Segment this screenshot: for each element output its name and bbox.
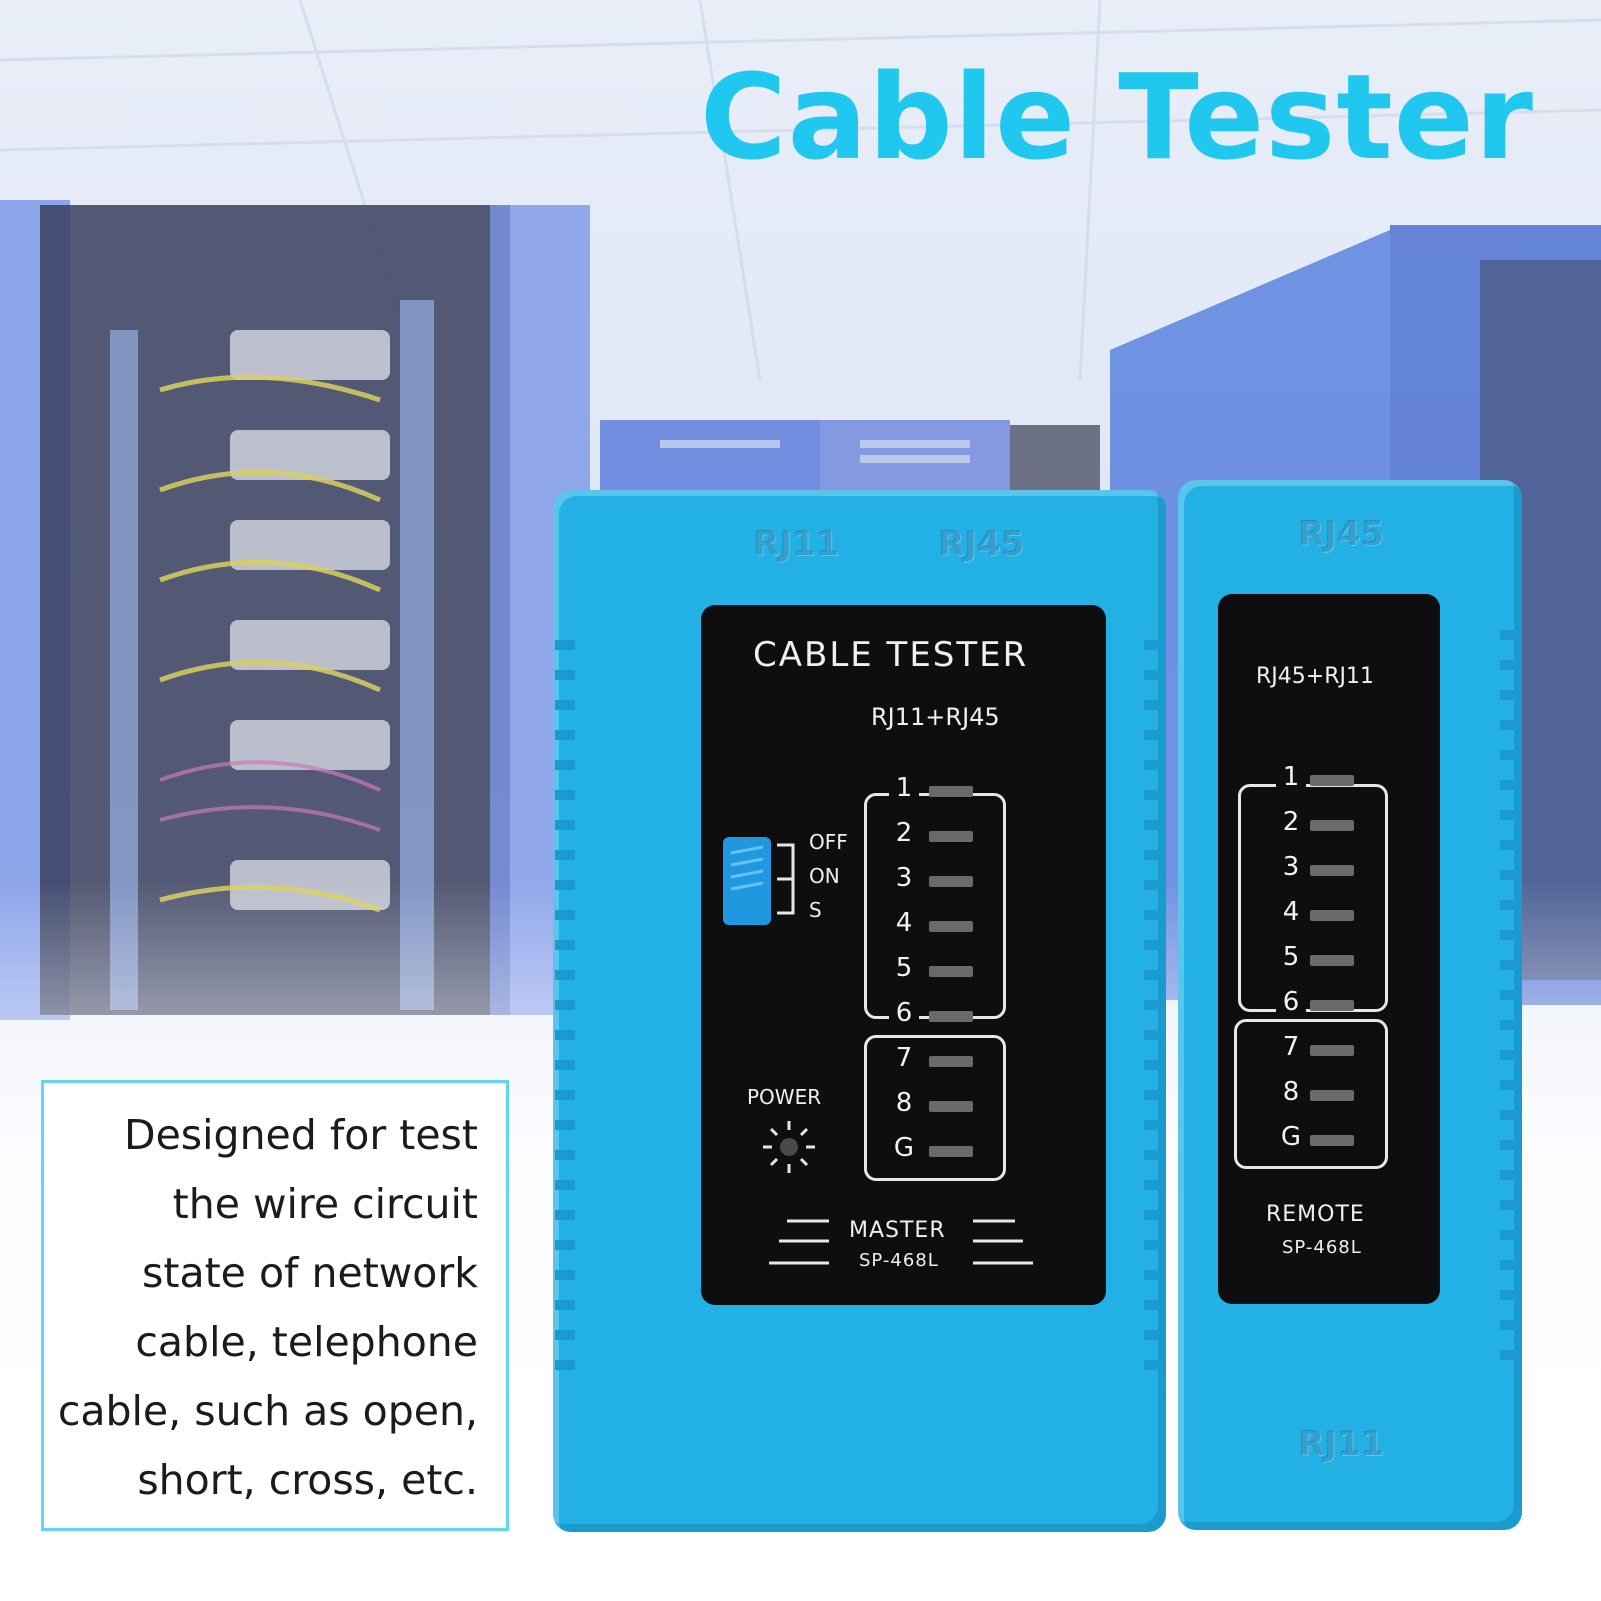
remote-unit: RJ45 RJ11 RJ45+RJ11 1 2 3 4 5 6 7 8 G RE…	[1178, 480, 1522, 1530]
led-label: 8	[1282, 1077, 1300, 1107]
led-indicator	[1310, 1135, 1354, 1146]
switch-position-marks	[777, 843, 795, 915]
panel-subtitle: RJ11+RJ45	[871, 703, 1000, 731]
description-line: Designed for test	[124, 1111, 478, 1159]
master-unit: RJ11 RJ45 CABLE TESTER RJ11+RJ45 OFF ON …	[553, 490, 1166, 1532]
led-group-bracket	[864, 1035, 1006, 1181]
led-indicator	[1310, 910, 1354, 921]
decorative-lines	[973, 1219, 1033, 1265]
switch-grip-icon	[730, 845, 764, 891]
led-label: 5	[889, 953, 919, 983]
led-label: 4	[1276, 897, 1306, 927]
led-indicator	[1310, 1045, 1354, 1056]
embossed-port-label: RJ45	[1298, 514, 1385, 554]
led-group-bracket	[864, 793, 1006, 1019]
led-indicator	[1310, 955, 1354, 966]
led-indicator	[929, 966, 973, 977]
led-indicator	[929, 921, 973, 932]
led-label: 7	[1282, 1032, 1300, 1062]
led-label: 2	[889, 818, 919, 848]
led-indicator	[1310, 865, 1354, 876]
power-label: POWER	[747, 1085, 822, 1109]
unit-name: MASTER	[849, 1218, 946, 1243]
led-indicator	[929, 1101, 973, 1112]
led-indicator	[1310, 1090, 1354, 1101]
led-indicator	[1310, 1000, 1354, 1011]
led-label: 8	[895, 1088, 913, 1118]
unit-model: SP-468L	[1282, 1237, 1362, 1258]
led-label: 1	[1276, 762, 1306, 792]
led-indicator	[929, 1011, 973, 1022]
grip-ridges	[1500, 630, 1520, 1360]
led-indicator	[929, 1056, 973, 1067]
decorative-lines	[769, 1219, 829, 1265]
led-label: 7	[895, 1043, 913, 1073]
panel-subtitle: RJ45+RJ11	[1256, 664, 1374, 689]
led-label: 2	[1276, 807, 1306, 837]
led-group-bracket	[1234, 1019, 1388, 1169]
led-label: G	[893, 1133, 915, 1163]
unit-model: SP-468L	[859, 1250, 939, 1271]
led-indicator	[1310, 775, 1354, 786]
switch-label-off: OFF	[809, 830, 848, 854]
led-label: 3	[1276, 852, 1306, 882]
switch-label-s: S	[809, 898, 822, 922]
power-switch[interactable]	[723, 837, 771, 925]
led-label: 1	[889, 773, 919, 803]
unit-name: REMOTE	[1266, 1202, 1365, 1227]
panel-title: CABLE TESTER	[753, 635, 1029, 675]
power-led-icon	[763, 1121, 815, 1173]
grip-ridges	[1144, 640, 1164, 1370]
grip-ridges	[555, 640, 575, 1370]
led-label: 6	[1276, 987, 1306, 1017]
embossed-port-label: RJ11	[753, 524, 840, 564]
description-line: the wire circuit	[172, 1180, 478, 1228]
led-label: 6	[889, 998, 919, 1028]
embossed-port-label: RJ11	[1298, 1424, 1385, 1464]
embossed-port-label: RJ45	[938, 524, 1025, 564]
led-indicator	[929, 1146, 973, 1157]
led-indicator	[929, 831, 973, 842]
description-line: short, cross, etc.	[137, 1456, 478, 1504]
led-indicator	[929, 786, 973, 797]
description-box: Designed for test the wire circuit state…	[41, 1080, 509, 1531]
led-indicator	[1310, 820, 1354, 831]
led-indicator	[929, 876, 973, 887]
remote-panel: RJ45+RJ11 1 2 3 4 5 6 7 8 G REMOTE SP-46…	[1218, 594, 1440, 1304]
led-label: 3	[889, 863, 919, 893]
led-label: 4	[889, 908, 919, 938]
description-line: cable, telephone	[135, 1318, 478, 1366]
led-label: 5	[1276, 942, 1306, 972]
switch-label-on: ON	[809, 864, 840, 888]
master-panel: CABLE TESTER RJ11+RJ45 OFF ON S 1	[701, 605, 1106, 1305]
led-group-bracket	[1238, 784, 1388, 1012]
description-line: state of network	[142, 1249, 478, 1297]
description-line: cable, such as open,	[57, 1387, 478, 1435]
headline-title: Cable Tester	[700, 48, 1534, 186]
led-label: G	[1280, 1122, 1302, 1152]
